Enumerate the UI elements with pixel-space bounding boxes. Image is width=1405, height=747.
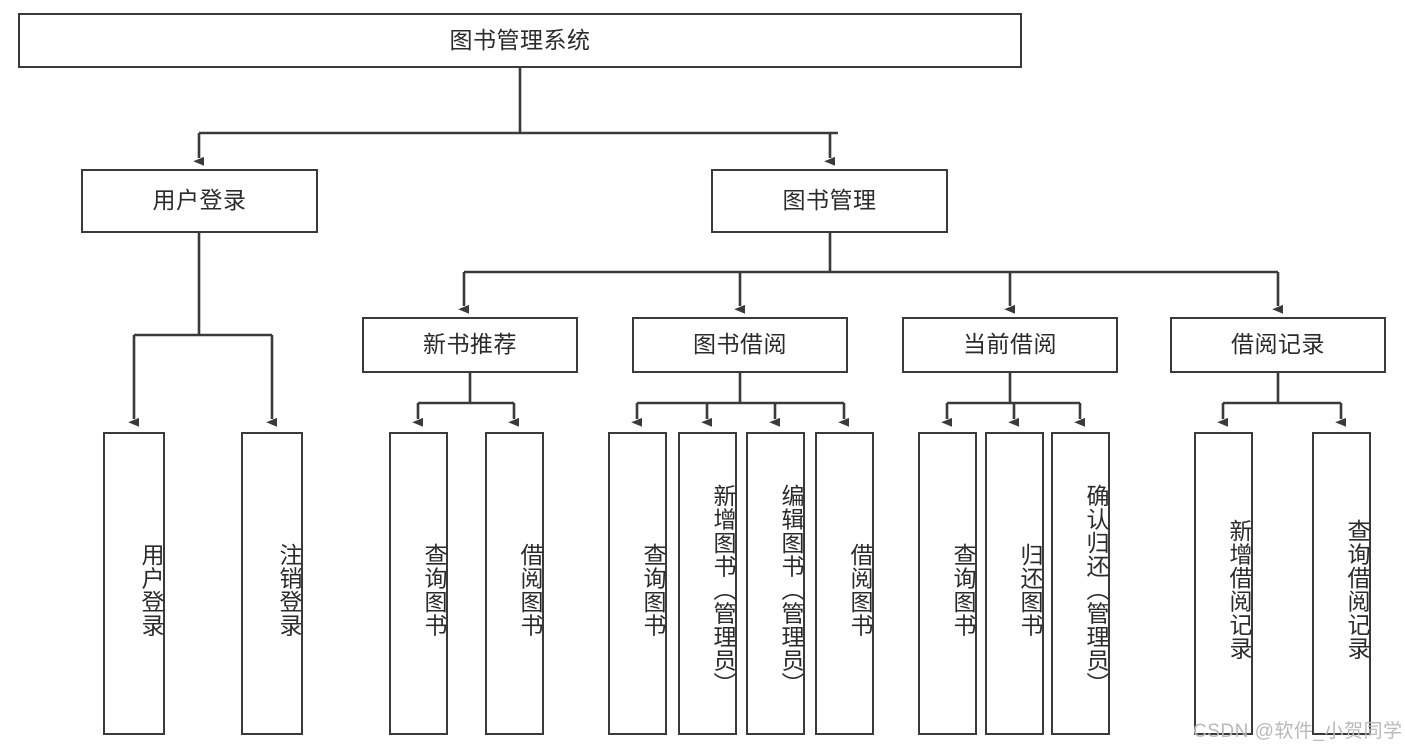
leaf-book-borrow-edit[interactable]: 编辑图书（管理员） xyxy=(746,432,805,735)
leaf-new-book-query[interactable]: 查询图书 xyxy=(389,432,448,735)
leaf-borrow-record-add[interactable]: 新增借阅记录 xyxy=(1194,432,1253,735)
node-new-book-recommend[interactable]: 新书推荐 xyxy=(362,317,578,373)
leaf-current-borrow-confirm-return-label: 确认归还（管理员） xyxy=(1083,483,1109,696)
node-root[interactable]: 图书管理系统 xyxy=(18,13,1022,68)
leaf-book-borrow-query[interactable]: 查询图书 xyxy=(608,432,667,735)
leaf-book-borrow-add-label: 新增图书（管理员） xyxy=(710,483,736,696)
leaf-new-book-borrow[interactable]: 借阅图书 xyxy=(485,432,544,735)
leaf-current-borrow-query[interactable]: 查询图书 xyxy=(918,432,977,735)
leaf-borrow-record-query-label: 查询借阅记录 xyxy=(1344,519,1370,660)
leaf-book-borrow-lend[interactable]: 借阅图书 xyxy=(815,432,874,735)
node-borrow-record-label: 借阅记录 xyxy=(1231,331,1325,358)
leaf-new-book-borrow-label: 借阅图书 xyxy=(517,542,543,637)
node-root-label: 图书管理系统 xyxy=(449,26,591,53)
watermark: CSDN @软件_小贺同学 xyxy=(1193,721,1403,742)
leaf-book-borrow-lend-label: 借阅图书 xyxy=(847,542,873,637)
node-new-book-recommend-label: 新书推荐 xyxy=(423,331,517,358)
leaf-current-borrow-return-label: 归还图书 xyxy=(1017,542,1043,637)
leaf-book-borrow-add[interactable]: 新增图书（管理员） xyxy=(678,432,737,735)
node-book-borrow-label: 图书借阅 xyxy=(693,331,787,358)
leaf-current-borrow-return[interactable]: 归还图书 xyxy=(985,432,1044,735)
node-book-management[interactable]: 图书管理 xyxy=(711,169,948,233)
leaf-user-login-signin-label: 用户登录 xyxy=(138,542,164,637)
node-user-login[interactable]: 用户登录 xyxy=(81,169,318,233)
node-book-management-label: 图书管理 xyxy=(782,187,877,214)
leaf-user-login-signin[interactable]: 用户登录 xyxy=(103,432,165,735)
leaf-user-login-signout-label: 注销登录 xyxy=(276,542,302,637)
leaf-new-book-query-label: 查询图书 xyxy=(421,542,447,637)
node-current-borrow[interactable]: 当前借阅 xyxy=(902,317,1118,373)
node-current-borrow-label: 当前借阅 xyxy=(963,331,1057,358)
leaf-borrow-record-query[interactable]: 查询借阅记录 xyxy=(1312,432,1371,735)
leaf-book-borrow-edit-label: 编辑图书（管理员） xyxy=(778,483,804,696)
leaf-user-login-signout[interactable]: 注销登录 xyxy=(241,432,303,735)
leaf-current-borrow-query-label: 查询图书 xyxy=(950,542,976,637)
leaf-book-borrow-query-label: 查询图书 xyxy=(640,542,666,637)
node-borrow-record[interactable]: 借阅记录 xyxy=(1170,317,1386,373)
leaf-borrow-record-add-label: 新增借阅记录 xyxy=(1226,519,1252,660)
node-user-login-label: 用户登录 xyxy=(152,187,247,214)
leaf-current-borrow-confirm-return[interactable]: 确认归还（管理员） xyxy=(1051,432,1110,735)
node-book-borrow[interactable]: 图书借阅 xyxy=(632,317,848,373)
